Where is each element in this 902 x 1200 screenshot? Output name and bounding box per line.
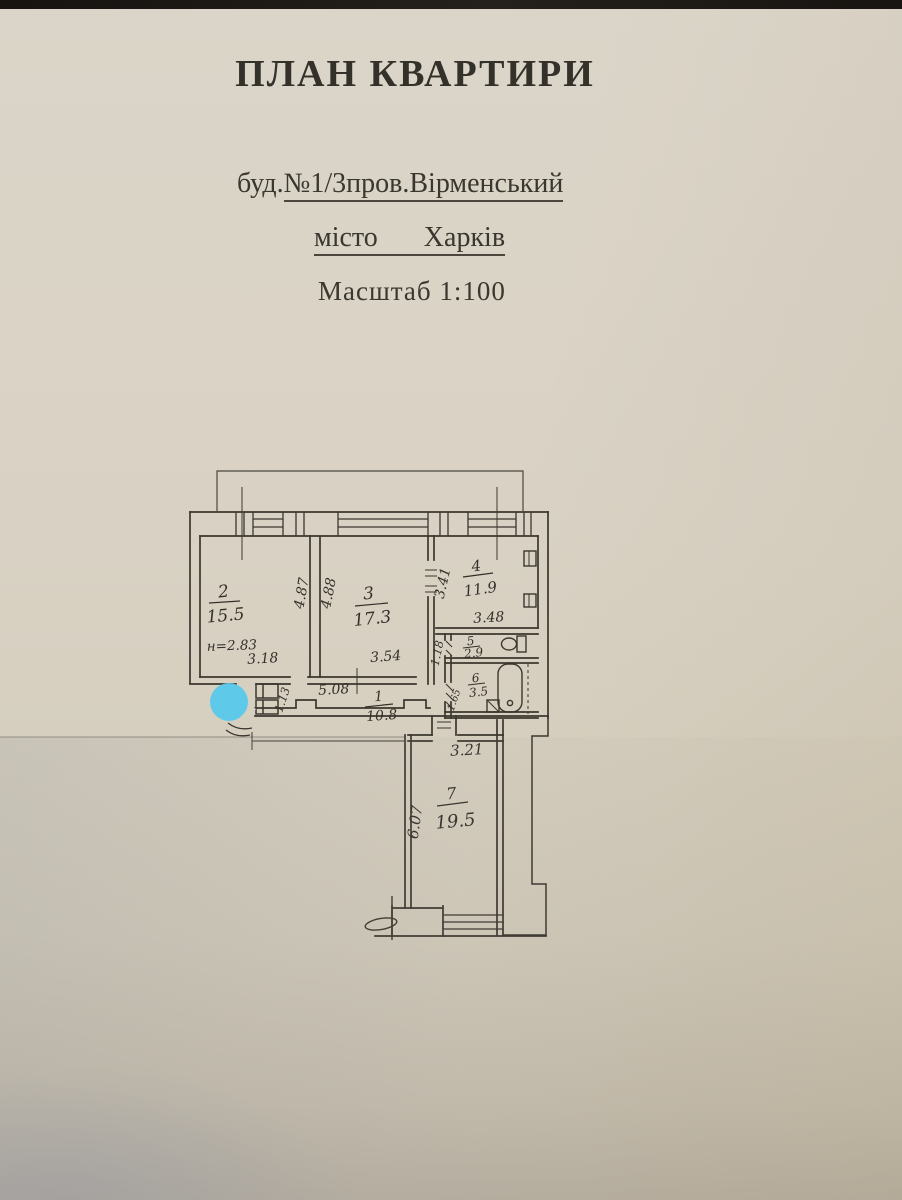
dim-room7-width: 3.21 xyxy=(450,740,484,760)
dim-hall-width: 5.08 xyxy=(318,681,350,699)
photo-top-edge xyxy=(0,0,902,9)
dim-bath-width: 1.65 xyxy=(446,688,463,713)
toilet-bowl xyxy=(500,637,518,651)
window-room2 xyxy=(252,512,284,536)
room7-door-swing xyxy=(364,917,398,931)
ceiling-height-note: н=2.83 xyxy=(206,637,257,655)
dim-room3-width: 3.54 xyxy=(370,648,402,666)
room-3-number: 3 xyxy=(362,584,375,605)
room-6-area: 3.5 xyxy=(468,684,488,700)
room-6-number: 6 xyxy=(471,671,480,686)
dim-entry-width: 1.13 xyxy=(272,685,293,714)
dim-corridor-width: 1.18 xyxy=(428,639,447,667)
bath-door-hatch xyxy=(445,683,454,710)
dim-room2-depth: 4.87 xyxy=(291,576,312,611)
location-marker xyxy=(210,683,256,721)
vent-shaft-upper xyxy=(523,550,537,567)
bathtub xyxy=(497,663,523,713)
room-2-number: 2 xyxy=(216,582,230,603)
city-name: Харків xyxy=(423,222,506,253)
page-title: ПЛАН КВАРТИРИ xyxy=(235,53,595,95)
city-label: місто xyxy=(314,222,378,253)
room-4-number: 4 xyxy=(469,556,482,575)
dimension-lines xyxy=(241,487,498,750)
window-room3 xyxy=(337,512,429,536)
room-labels: 2 15.5 н=2.83 3 17.3 4 11.9 5 2.9 6 3.5 … xyxy=(206,556,499,833)
room-4-area: 11.9 xyxy=(463,578,499,601)
room4-door-opening-marks xyxy=(425,569,437,593)
fixtures xyxy=(364,550,537,940)
dim-room4-width: 3.48 xyxy=(473,609,505,627)
top-wall-windows xyxy=(235,512,532,536)
dim-room7-depth: 6.07 xyxy=(404,804,427,840)
balcony-outline xyxy=(216,470,524,511)
vent-shaft-lower xyxy=(523,593,537,608)
toilet-tank xyxy=(516,635,527,653)
entry-door-piers xyxy=(255,683,279,715)
room-3-area: 17.3 xyxy=(353,607,393,631)
room-2-area: 15.5 xyxy=(206,604,245,627)
room-1-number: 1 xyxy=(374,689,384,706)
room-7-area: 19.5 xyxy=(435,809,477,833)
city-line: місто Харків xyxy=(314,222,506,256)
bathtub-drain xyxy=(506,699,514,707)
entry-door-swing xyxy=(225,722,253,737)
dim-room3-depth: 4.88 xyxy=(318,576,340,611)
washbasin xyxy=(486,699,500,713)
room-7-number: 7 xyxy=(445,783,458,803)
toilet-door-hatch xyxy=(445,640,453,657)
window-room7 xyxy=(443,914,503,930)
dim-room4-depth: 3.41 xyxy=(432,566,455,600)
window-room4 xyxy=(467,512,517,536)
address-underlined: №1/3пров.Вірменський xyxy=(283,168,564,202)
room-1-area: 10.8 xyxy=(366,707,398,725)
room-5-number: 5 xyxy=(466,634,475,649)
address-prefix: буд. xyxy=(237,168,284,199)
address-line: буд.№1/3пров.Вірменський xyxy=(237,168,564,202)
washbasin-mark xyxy=(486,699,500,713)
dim-room2-width: 3.18 xyxy=(247,650,279,668)
wall-pier-hatch xyxy=(235,512,532,536)
room-5-area: 2.9 xyxy=(462,645,484,661)
scale-line: Масштаб 1:100 xyxy=(318,276,506,306)
